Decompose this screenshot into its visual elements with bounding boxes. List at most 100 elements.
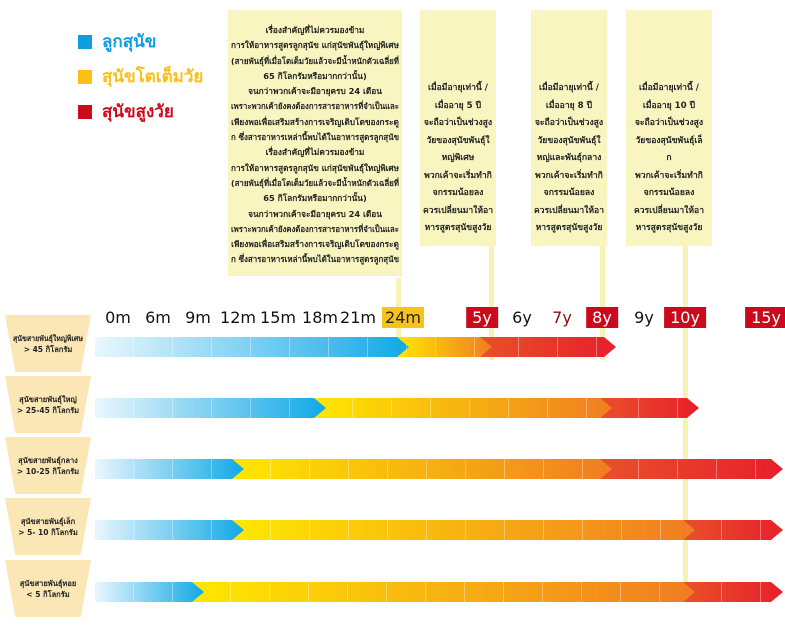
legend-label: ลูกสุนัข: [102, 32, 157, 52]
note-line: เพียงพอเพื่อเสริมสร้างการเจริญเติบโตของก…: [231, 239, 399, 250]
breed-label-line: > 45 กิโลกรัม: [23, 344, 73, 354]
legend-item: ลูกสุนัข: [78, 28, 156, 55]
note-line: เรื่องสำคัญที่ไม่ควรมองข้าม: [265, 147, 365, 158]
marker-line-10y: [683, 246, 688, 602]
note-line: ควรเปลี่ยนมาให้อา: [422, 205, 494, 216]
note-line: จกรรมน้อยลง: [432, 188, 484, 198]
note-line: (สายพันธุ์ที่เมื่อโตเต็มวัยแล้วจะมีน้ำหน…: [231, 55, 400, 66]
note-line: วัยของสุนัขพันธุ์ใ: [537, 135, 601, 146]
adult-stage-bar: [232, 459, 612, 479]
note-line: เพียงพอเพื่อเสริมสร้างการเจริญเติบโตของก…: [231, 116, 399, 127]
note-line: (สายพันธุ์ที่เมื่อโตเต็มวัยแล้วจะมีน้ำหน…: [231, 177, 400, 188]
tick-label: 6m: [145, 308, 171, 327]
note-line: เรื่องสำคัญที่ไม่ควรมองข้าม: [265, 25, 365, 35]
tick-label: 8y: [586, 307, 618, 328]
note-line: หญ่พิเศษ: [441, 153, 475, 163]
note-line: ก ซึ่งสารอาหารเหล่านี้พบได้ในอาหารสูตรลู…: [231, 254, 400, 265]
legend-swatch: [78, 69, 92, 84]
breed-label-line: สุนัขสายพันธุ์กลาง: [18, 455, 78, 465]
note-line: ก: [666, 153, 672, 163]
note-line: หารสูตรสุนัขสูงวัย: [635, 223, 703, 233]
breed-label: สุนัขสายพันธุ์เล็ก> 5- 10 กิโลกรัม: [5, 498, 91, 555]
legend-item: สุนัขโตเต็มวัย: [78, 63, 203, 90]
senior-stage-bar: [600, 459, 783, 479]
marker-line-8y: [600, 246, 605, 360]
tick-label: 9y: [634, 308, 654, 327]
note-line: เมื่ออายุ 5 ปี: [434, 100, 482, 111]
senior-stage-bar: [683, 582, 783, 602]
senior-stage-bar: [600, 398, 699, 418]
note-line: การให้อาหารสูตรลูกสุนัข แก่สุนัขพันธุ์ให…: [231, 40, 399, 51]
note-line: เพราะพวกเค้ายังคงต้องการสารอาหารที่จำเป็…: [231, 223, 399, 234]
note-line: เมื่อมีอายุเท่านี้ /: [428, 83, 488, 93]
tick-label: 0m: [105, 308, 131, 327]
note-line: หารสูตรสุนัขสูงวัย: [424, 223, 492, 233]
breed-label: สุนัขสายพันธุ์ใหญ่> 25-45 กิโลกรัม: [5, 376, 91, 433]
tick-label: 18m: [302, 308, 338, 327]
adult-stage-bar: [192, 582, 695, 602]
breed-label: สุนัขสายพันธุ์กลาง> 10-25 กิโลกรัม: [5, 437, 91, 494]
breed-label-line: > 25-45 กิโลกรัม: [16, 405, 80, 415]
note-line: จกรรมน้อยลง: [543, 188, 595, 198]
note-line: จะถือว่าเป็นช่วงสูง: [634, 118, 704, 128]
adult-stage-bar: [314, 398, 612, 418]
note-line: จนกว่าพวกเค้าจะมีอายุครบ 24 เดือน: [248, 86, 382, 97]
note-large-breed-puppy-food: เรื่องสำคัญที่ไม่ควรมองข้ามการให้อาหารสู…: [228, 10, 402, 276]
breed-label-line: สุนัขสายพันธุ์ใหญ่พิเศษ: [13, 333, 84, 343]
note-line: วัยของสุนัขพันธุ์เล็: [635, 135, 703, 146]
tick-label: 9m: [185, 308, 211, 327]
tick-label: 24m: [382, 307, 424, 328]
legend-swatch: [78, 104, 92, 119]
tick-label: 10y: [664, 307, 706, 328]
puppy-stage-bar: [95, 459, 244, 479]
tick-label: 5y: [466, 307, 498, 328]
note-line: เมื่อมีอายุเท่านี้ /: [539, 83, 599, 93]
note-line: ควรเปลี่ยนมาให้อา: [633, 205, 705, 216]
note-senior-10y: เมื่อมีอายุเท่านี้ /เมื่ออายุ 10 ปีจะถือ…: [626, 10, 712, 246]
breed-label-line: > 10-25 กิโลกรัม: [16, 466, 80, 476]
note-line: จะถือว่าเป็นช่วงสูง: [423, 118, 493, 128]
breed-label-line: < 5 กิโลกรัม: [26, 589, 70, 599]
note-line: ควรเปลี่ยนมาให้อา: [533, 205, 605, 216]
note-line: พวกเค้าจะเริ่มทำกิ: [635, 170, 703, 181]
puppy-stage-bar: [95, 398, 326, 418]
tick-label: 15m: [260, 308, 296, 327]
breed-label: สุนัขสายพันธุ์ใหญ่พิเศษ> 45 กิโลกรัม: [5, 315, 91, 372]
note-line: 65 กิโลกรัมหรือมากกว่านั้น): [263, 70, 367, 81]
breed-label-line: สุนัขสายพันธุ์ทอย: [19, 578, 77, 588]
note-line: ก ซึ่งสารอาหารเหล่านี้พบได้ในอาหารสูตรลู…: [231, 132, 400, 143]
puppy-stage-bar: [95, 582, 204, 602]
note-senior-5y: เมื่อมีอายุเท่านี้ / เมื่ออายุ 5 ปีจะถือว…: [420, 10, 496, 246]
tick-label: 15y: [745, 307, 785, 328]
senior-stage-bar: [683, 520, 783, 540]
note-line: จะถือว่าเป็นช่วงสูง: [534, 118, 604, 128]
puppy-stage-bar: [95, 520, 244, 540]
senior-stage-bar: [480, 337, 616, 357]
legend-label: สุนัขสูงวัย: [102, 102, 174, 122]
note-line: 65 กิโลกรัมหรือมากกว่านั้น): [263, 193, 367, 204]
adult-stage-bar: [397, 337, 492, 357]
note-line: เมื่ออายุ 10 ปี: [642, 100, 696, 111]
note-line: หารสูตรสุนัขสูงวัย: [535, 223, 603, 233]
note-line: วัยของสุนัขพันธุ์ใ: [426, 135, 490, 146]
marker-line-5y: [489, 246, 494, 360]
puppy-stage-bar: [95, 337, 409, 357]
tick-label: 7y: [552, 308, 572, 327]
adult-stage-bar: [232, 520, 695, 540]
legend-swatch: [78, 34, 92, 49]
tick-label: 21m: [340, 308, 376, 327]
note-line: พวกเค้าจะเริ่มทำกิ: [535, 170, 603, 181]
breed-label-line: สุนัขสายพันธุ์เล็ก: [20, 516, 76, 526]
breed-label-line: > 5- 10 กิโลกรัม: [18, 527, 78, 537]
note-senior-8y: เมื่อมีอายุเท่านี้ / เมื่ออายุ 8 ปีจะถือว…: [531, 10, 607, 246]
breed-label: สุนัขสายพันธุ์ทอย< 5 กิโลกรัม: [5, 560, 91, 617]
note-line: หญ่และพันธุ์กลาง: [536, 153, 602, 163]
tick-label: 12m: [220, 308, 256, 327]
legend-label: สุนัขโตเต็มวัย: [102, 67, 204, 87]
note-line: จกรรมน้อยลง: [643, 188, 695, 198]
note-line: จนกว่าพวกเค้าจะมีอายุครบ 24 เดือน: [248, 208, 382, 219]
breed-label-line: สุนัขสายพันธุ์ใหญ่: [19, 394, 77, 404]
note-line: พวกเค้าจะเริ่มทำกิ: [424, 170, 492, 181]
legend-item: สุนัขสูงวัย: [78, 98, 174, 125]
note-line: เมื่ออายุ 8 ปี: [545, 100, 593, 111]
